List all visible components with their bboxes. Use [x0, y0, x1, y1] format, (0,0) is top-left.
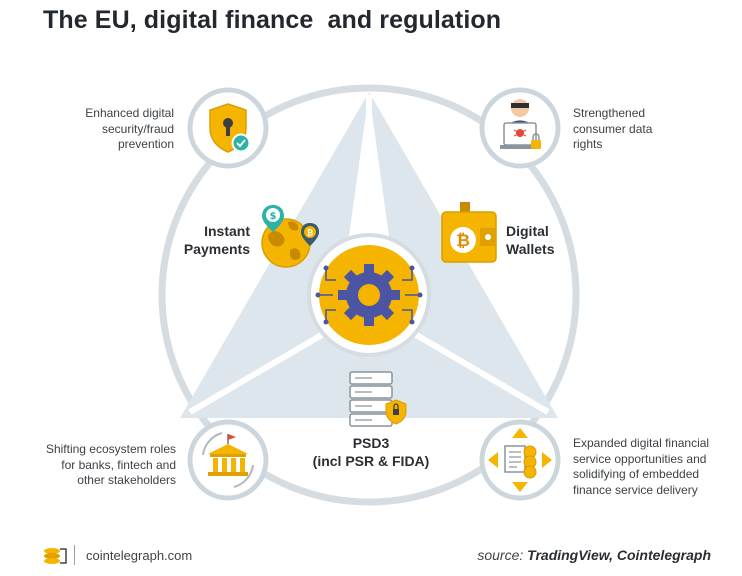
footer-divider	[74, 545, 75, 565]
bitcoin-wallet-icon: ₿	[441, 202, 497, 263]
feature-bottom-right: Expanded digital financial service oppor…	[573, 436, 733, 498]
feature-line: Strengthened	[573, 106, 646, 120]
label-line: Digital	[506, 223, 549, 239]
feature-line: Expanded digital financial	[573, 436, 710, 450]
svg-text:$: $	[270, 211, 277, 222]
source-prefix: source:	[477, 547, 524, 563]
svg-text:₿: ₿	[456, 231, 470, 251]
feature-line: rights	[573, 137, 603, 151]
feature-line: other stakeholders	[77, 473, 176, 487]
page-title: The EU, digital finance and regulation	[43, 6, 502, 34]
feature-line: prevention	[117, 137, 174, 151]
label-line: Wallets	[506, 241, 555, 257]
document-coins-arrows-icon	[488, 428, 552, 492]
psd3-label: PSD3 (incl PSR & FIDA)	[309, 434, 433, 470]
feature-line: solidifying of embedded	[573, 467, 700, 481]
label-line: Instant	[204, 223, 250, 239]
footer-source: source: TradingView, Cointelegraph	[477, 547, 711, 563]
feature-line: security/fraud	[101, 121, 174, 136]
server-lock-icon	[349, 371, 407, 427]
feature-top-left: Enhanced digital security/fraud preventi…	[62, 106, 174, 153]
label-line: PSD3	[352, 435, 390, 451]
bank-cycle-icon	[202, 432, 254, 488]
cointelegraph-logo-icon	[44, 548, 67, 564]
icon-circle-bottom-left	[187, 419, 269, 501]
gear-network-icon	[315, 264, 423, 326]
source-names: TradingView, Cointelegraph	[527, 547, 711, 563]
instant-payments-label: Instant Payments	[178, 222, 250, 258]
feature-line: Enhanced digital	[85, 106, 174, 120]
shield-lock-check-icon	[209, 103, 251, 153]
svg-text:₿: ₿	[307, 229, 314, 238]
globe-pins-icon: $ ₿	[261, 205, 319, 268]
feature-top-right: Strengthened consumer data rights	[573, 106, 713, 153]
digital-wallets-label: Digital Wallets	[506, 222, 578, 258]
label-line: (incl PSR & FIDA)	[312, 453, 430, 469]
feature-line: finance service delivery	[573, 482, 698, 497]
feature-line: service opportunities and	[573, 451, 707, 466]
hacker-laptop-icon	[500, 99, 541, 149]
feature-line: Shifting ecosystem roles	[45, 442, 176, 456]
label-line: Payments	[183, 241, 250, 257]
footer-site: cointelegraph.com	[86, 548, 193, 563]
feature-line: consumer data	[573, 121, 653, 136]
feature-bottom-left: Shifting ecosystem roles for banks, fint…	[30, 442, 176, 489]
outer-ring	[158, 84, 580, 506]
feature-line: for banks, fintech and	[61, 457, 176, 472]
